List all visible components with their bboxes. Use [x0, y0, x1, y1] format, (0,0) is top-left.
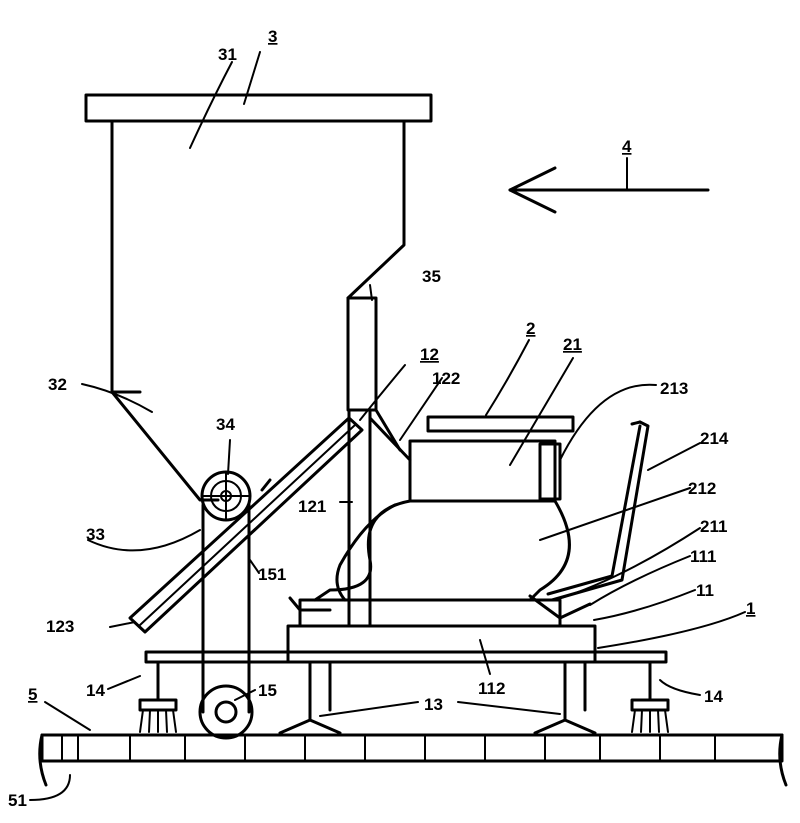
label-212: 212 — [688, 479, 716, 498]
road-surface — [38, 733, 788, 787]
label-1: 1 — [746, 599, 755, 618]
label-21: 21 — [563, 335, 582, 354]
leader-lines — [29, 51, 746, 801]
label-14-left: 14 — [86, 681, 105, 700]
label-34: 34 — [216, 415, 235, 434]
label-4: 4 — [622, 137, 632, 156]
label-213: 213 — [660, 379, 688, 398]
label-214: 214 — [700, 429, 729, 448]
label-32: 32 — [48, 375, 67, 394]
label-51: 51 — [8, 791, 27, 810]
label-151: 151 — [258, 565, 286, 584]
legs — [278, 660, 597, 735]
label-121: 121 — [298, 497, 326, 516]
label-5: 5 — [28, 685, 37, 704]
chute — [128, 416, 364, 634]
base-frame — [144, 594, 668, 664]
label-35: 35 — [422, 267, 441, 286]
brushes — [138, 660, 670, 733]
direction-arrow — [508, 166, 710, 214]
label-31: 31 — [218, 45, 237, 64]
label-211: 211 — [700, 517, 727, 536]
label-13: 13 — [424, 695, 443, 714]
support-post — [346, 296, 412, 627]
label-33: 33 — [86, 525, 105, 544]
label-14-right: 14 — [704, 687, 723, 706]
belt-drive — [198, 503, 254, 740]
handle — [546, 420, 650, 602]
label-2: 2 — [526, 319, 535, 338]
label-3: 3 — [268, 27, 277, 46]
label-122: 122 — [432, 369, 460, 388]
hopper — [84, 93, 433, 502]
label-15: 15 — [258, 681, 277, 700]
reference-labels: 3 31 4 35 2 21 12 122 32 213 34 214 212 … — [8, 27, 755, 810]
label-123: 123 — [46, 617, 74, 636]
label-11: 11 — [696, 581, 714, 600]
label-111: 111 — [690, 547, 717, 566]
label-112: 112 — [478, 679, 505, 698]
label-12: 12 — [420, 345, 439, 364]
compactor — [313, 415, 575, 602]
feed-wheel — [200, 470, 272, 522]
